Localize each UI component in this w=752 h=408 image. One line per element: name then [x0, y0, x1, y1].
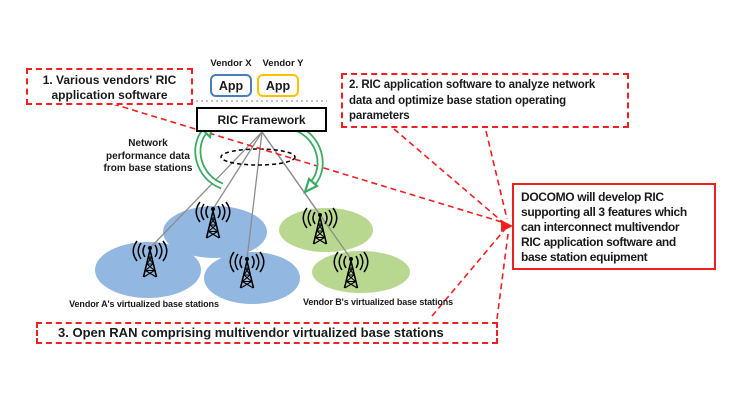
cycle-arrow-down-icon — [294, 124, 324, 195]
dashed-ellipse — [220, 148, 296, 166]
network-performance-note: Network performance data from base stati… — [92, 138, 204, 176]
vendor-b-coverage-ellipse — [279, 208, 373, 252]
docomo-line: base station equipment — [521, 250, 648, 264]
vendor-a-coverage-ellipse — [204, 252, 300, 304]
docomo-line: RIC application software and — [521, 235, 676, 249]
vendor-b-cluster-label: Vendor B's virtualized base stations — [302, 297, 454, 307]
ric-framework-box: RIC Framework — [196, 107, 327, 132]
callout-3-open-ran: 3. Open RAN comprising multivendor virtu… — [36, 322, 498, 344]
docomo-develop-ric-box: DOCOMO will develop RIC supporting all 3… — [512, 183, 716, 270]
vendor-x-app-box: App — [210, 74, 252, 97]
callout-line: 1. Various vendors' RIC — [42, 73, 177, 87]
docomo-line: DOCOMO will develop RIC — [521, 190, 664, 204]
vendor-a-cluster-label: Vendor A's virtualized base stations — [69, 299, 219, 309]
callout-2-analyze-optimize: 2. RIC application software to analyze n… — [341, 73, 629, 128]
callout-line: 2. RIC application software to analyze n… — [349, 79, 596, 91]
docomo-line: can interconnect multivendor — [521, 220, 680, 234]
note-line: performance data — [106, 150, 190, 162]
vendor-a-coverage-ellipse — [163, 206, 267, 258]
callout-line: parameters — [349, 110, 410, 122]
docomo-line: supporting all 3 features which — [521, 205, 687, 219]
vendor-x-label: Vendor X — [210, 58, 252, 69]
vendor-b-coverage-ellipse — [312, 251, 410, 293]
vendor-y-app-box: App — [257, 74, 299, 97]
callout-line: data and optimize base station operating — [349, 94, 567, 107]
callout-1-vendors-ric: 1. Various vendors' RIC application soft… — [26, 68, 193, 105]
callout-line: application software — [51, 88, 168, 102]
note-line: Network — [128, 138, 168, 149]
vendor-y-label: Vendor Y — [262, 58, 304, 69]
note-line: from base stations — [103, 163, 193, 174]
